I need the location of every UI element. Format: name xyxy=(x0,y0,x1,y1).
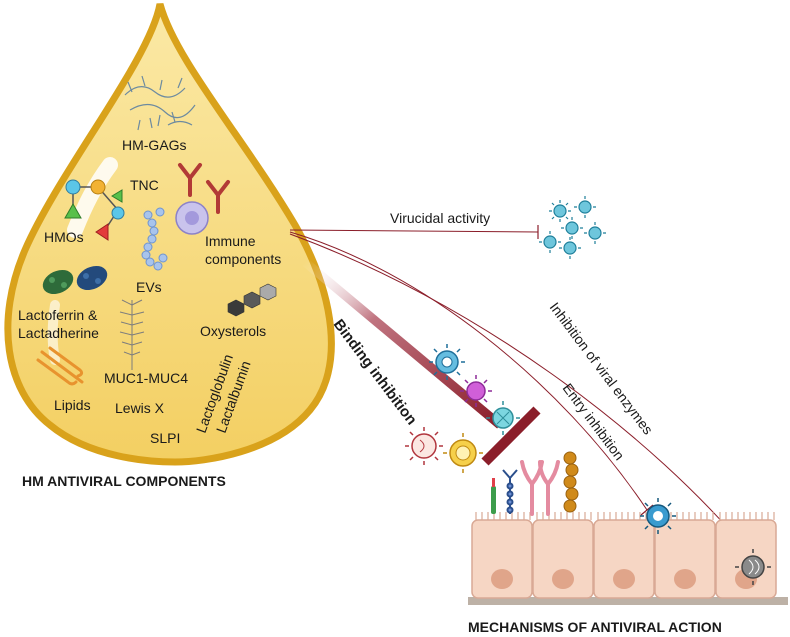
label-lipids: Lipids xyxy=(54,397,91,413)
virus-icon xyxy=(460,375,492,407)
oxysterols-icon xyxy=(227,283,277,317)
virus-icon xyxy=(486,401,520,435)
label-hmos: HMOs xyxy=(44,229,84,245)
binding-viruses xyxy=(405,344,520,473)
drop-shape xyxy=(4,3,335,466)
drop-highlight-2 xyxy=(47,300,60,365)
label-oxysterols: Oxysterols xyxy=(200,323,266,339)
virus-icon xyxy=(443,433,483,473)
cell xyxy=(654,519,716,599)
label-hm-gags: HM-GAGs xyxy=(122,137,187,153)
label-immune-2: components xyxy=(205,251,281,267)
virucidal-line xyxy=(289,229,539,233)
microvilli xyxy=(475,512,775,520)
label-muc: MUC1-MUC4 xyxy=(104,370,188,386)
virus-icon xyxy=(539,231,561,253)
epithelium xyxy=(468,512,788,605)
label-slpi: SLPI xyxy=(150,430,180,446)
entry-virus xyxy=(640,498,676,534)
virus-icon xyxy=(429,344,465,380)
receptor-pink xyxy=(520,460,560,516)
label-immune-1: Immune xyxy=(205,233,256,249)
cell xyxy=(471,519,533,599)
lactoferrin-icon xyxy=(42,265,108,295)
virus-cluster xyxy=(539,196,606,259)
receptor-green xyxy=(491,478,496,514)
cell xyxy=(593,519,655,599)
enzyme-virus xyxy=(735,549,771,585)
virus-icon xyxy=(405,427,443,465)
label-virucidal: Virucidal activity xyxy=(390,210,490,226)
label-enzymes: Inhibition of viral enzymes xyxy=(547,299,657,437)
label-lewis-x: Lewis X xyxy=(115,400,165,416)
virus-icon xyxy=(584,222,606,244)
receptor-blue xyxy=(502,469,518,514)
virus-icon xyxy=(574,196,596,218)
caption-mechanisms: MECHANISMS OF ANTIVIRAL ACTION xyxy=(468,619,722,635)
caption-hm-components: HM ANTIVIRAL COMPONENTS xyxy=(22,473,226,489)
antibody-icon xyxy=(178,163,230,214)
evs-icon xyxy=(141,207,168,271)
enzyme-line xyxy=(289,233,759,564)
hmos-icon xyxy=(64,179,125,241)
gags-icon xyxy=(124,75,196,131)
immune-cell-icon xyxy=(175,201,209,235)
label-lactoferrin-2: Lactadherine xyxy=(18,325,99,341)
virus-icon xyxy=(559,237,581,259)
receptors xyxy=(491,451,579,516)
drop-highlight xyxy=(67,157,118,238)
label-tnc: TNC xyxy=(130,177,159,193)
binding-inhibition-bar xyxy=(302,258,541,466)
mechanism-lines xyxy=(289,225,765,569)
label-evs: EVs xyxy=(136,279,162,295)
milk-drop xyxy=(4,3,335,466)
label-binding: Binding inhibition xyxy=(330,316,420,428)
receptor-orange xyxy=(563,451,579,513)
virus-icon xyxy=(561,217,583,239)
label-lactoferrin-1: Lactoferrin & xyxy=(18,307,98,323)
cell xyxy=(532,519,594,599)
lipids-icon xyxy=(36,346,84,386)
virus-icon xyxy=(549,200,571,222)
entry-line xyxy=(289,231,648,511)
mucin-icon xyxy=(119,299,145,370)
